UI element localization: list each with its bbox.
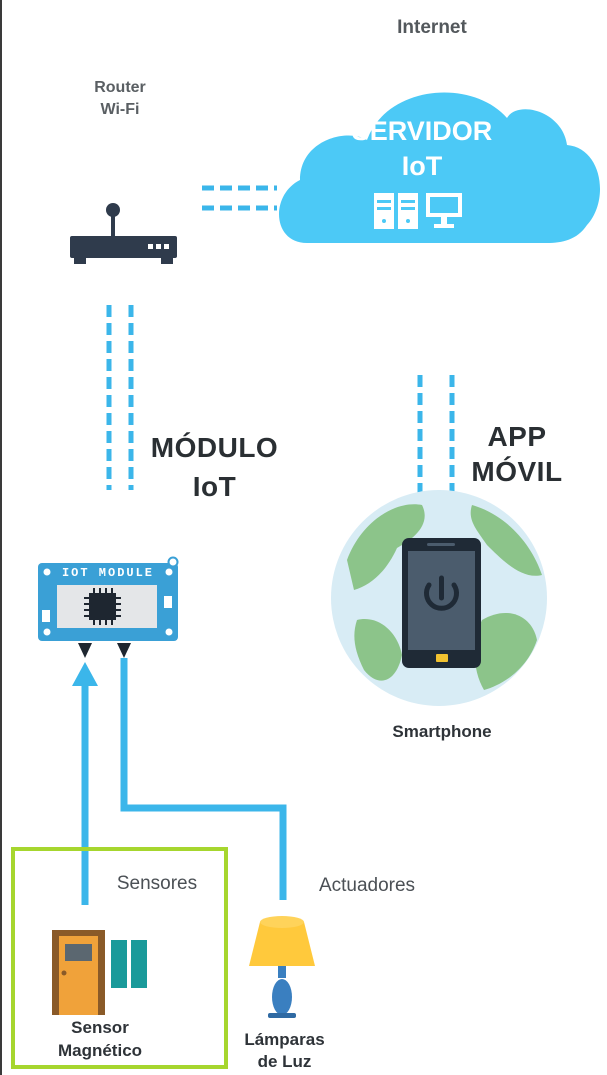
magnet-bar-2 <box>131 940 147 988</box>
sensor-label-line1: Sensor <box>71 1018 129 1037</box>
smartphone-home-button <box>436 654 448 662</box>
sensor-highlight-box <box>11 847 228 1069</box>
router-icon <box>70 203 177 264</box>
globe-land-3 <box>354 619 402 681</box>
iot-module-icon <box>38 556 179 658</box>
smartphone-label: Smartphone <box>392 722 492 741</box>
router-label-line2: Wi-Fi <box>100 101 140 118</box>
server-label-line2: IoT <box>401 151 443 181</box>
router-module-link <box>106 305 134 490</box>
router-antenna-tip <box>106 203 120 217</box>
sensores-label: Sensores <box>116 873 198 894</box>
router-label-line1: Router <box>94 79 146 96</box>
arrow-up-icon <box>72 662 98 686</box>
server-icon <box>374 193 418 229</box>
server-label-line1: SERVIDOR <box>351 116 493 146</box>
lamp-shade <box>249 922 315 966</box>
door-icon <box>52 930 105 1015</box>
server-tower-2 <box>398 193 418 229</box>
module-board-label: IOT MODULE <box>61 566 154 580</box>
power-icon <box>424 575 459 611</box>
globe-land-2 <box>470 505 542 576</box>
lamp-label-line1: Lámparas <box>244 1030 325 1049</box>
app-title-line2: MÓVIL <box>471 456 563 487</box>
module-led <box>167 556 179 568</box>
router-cloud-link <box>202 185 277 211</box>
module-lamp-link <box>120 658 287 900</box>
lamp-icon <box>249 916 315 1018</box>
cloud-shape <box>279 92 601 244</box>
cloud-icon <box>279 92 601 244</box>
module-title-line2: IoT <box>192 471 237 502</box>
lamp-base <box>272 979 292 1015</box>
router-body <box>70 236 177 258</box>
smartphone-icon <box>402 538 481 668</box>
sensor-label-line2: Magnético <box>57 1041 143 1060</box>
server-tower-1 <box>374 193 394 229</box>
chip-icon <box>84 588 121 625</box>
sensor-module-link <box>72 662 98 905</box>
app-cloud-link <box>417 375 455 495</box>
globe-land-4 <box>474 612 537 690</box>
magnet-bar-1 <box>111 940 127 988</box>
internet-label: Internet <box>397 17 467 38</box>
actuadores-label: Actuadores <box>318 875 416 896</box>
module-title-line1: MÓDULO <box>150 432 279 463</box>
app-title-line1: APP <box>487 421 547 452</box>
door-window <box>65 944 92 961</box>
globe-land-1 <box>347 504 425 590</box>
monitor-icon <box>426 193 462 228</box>
magnet-icon <box>111 940 147 988</box>
lamp-label-line2: de Luz <box>257 1052 312 1071</box>
